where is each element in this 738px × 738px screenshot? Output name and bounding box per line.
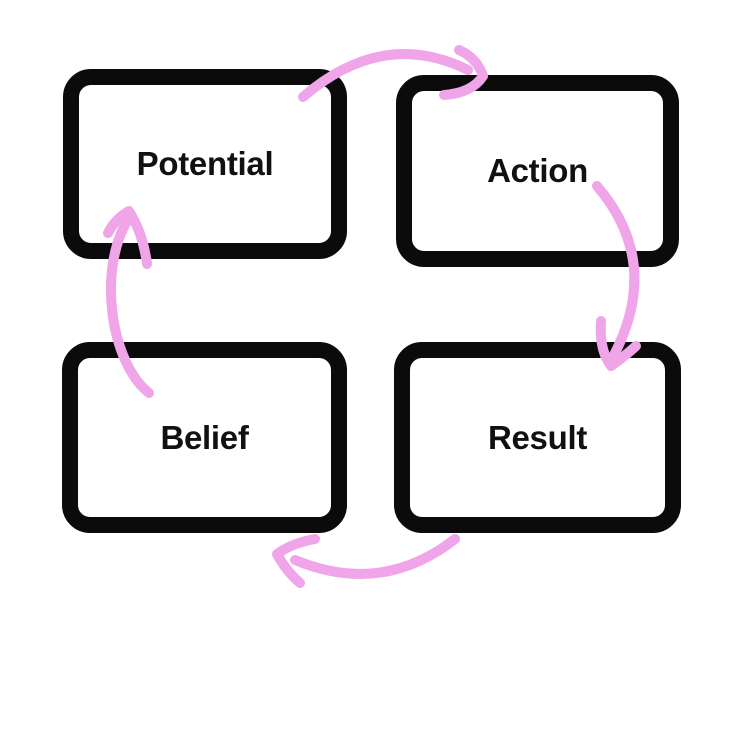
node-action-label: Action <box>487 152 588 189</box>
node-action: Action <box>396 75 679 267</box>
node-belief: Belief <box>62 342 347 533</box>
node-potential: Potential <box>63 69 347 259</box>
node-result-label: Result <box>487 418 588 456</box>
node-potential-label: Potential <box>136 145 274 182</box>
node-belief-label: Belief <box>160 418 249 456</box>
arrow-result-to-belief-icon <box>272 534 460 588</box>
node-result: Result <box>394 342 681 533</box>
